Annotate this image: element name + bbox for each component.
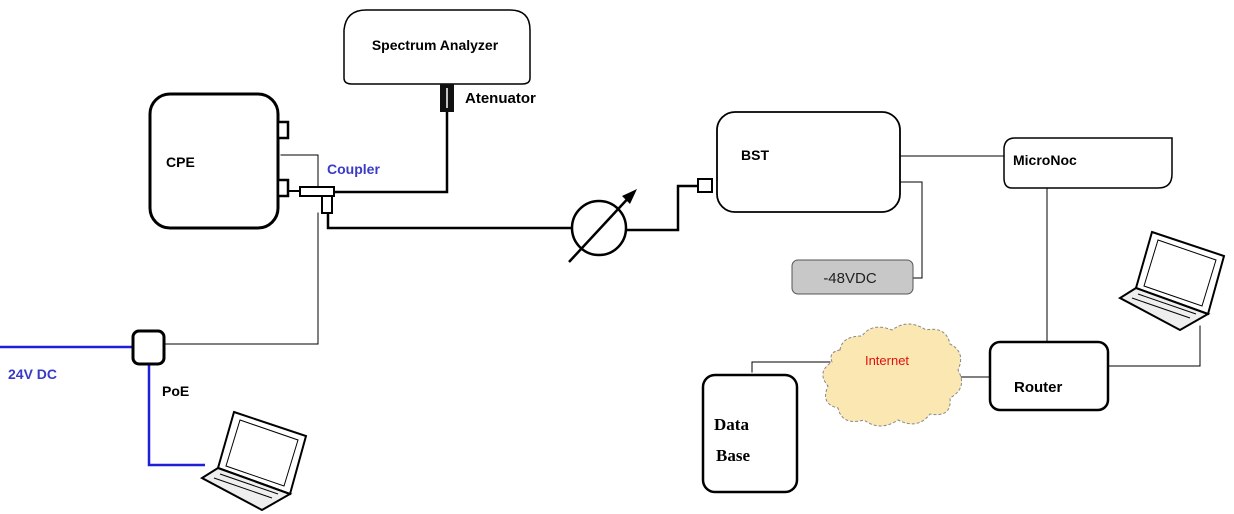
laptop-right-screen-inner [1143, 239, 1217, 307]
variable-attenuator [568, 189, 637, 263]
laptop-icon [200, 410, 308, 512]
coupler-label: Coupler [327, 161, 380, 177]
internet: Internet [822, 323, 963, 427]
laptop-left-screen-inner [225, 419, 299, 487]
dc-input-label: 24V DC [8, 366, 57, 382]
wire-phase-shifter-to-bst [626, 184, 700, 232]
wire-coupler-to-atenuator [332, 110, 449, 194]
poe-box [131, 329, 166, 366]
micronoc-box [1003, 137, 1173, 189]
coupler-body [299, 186, 335, 197]
micronoc-label: MicroNoc [1013, 152, 1077, 168]
cpe-port-top [276, 120, 290, 140]
laptop-left-keys2 [219, 473, 279, 495]
power-supply-box [791, 259, 914, 295]
coupler-port [321, 195, 333, 214]
poe-label: PoE [162, 383, 189, 399]
wire-cpe-to-coupler [280, 154, 319, 187]
cpe-label: CPE [166, 154, 195, 170]
router-label: Router [1014, 379, 1062, 396]
variable-attenuator-arrow [568, 192, 634, 263]
laptop-right-keys1 [1131, 297, 1191, 319]
router: Router [988, 340, 1110, 412]
cpe: CPE [148, 92, 290, 230]
poe: PoE [131, 329, 189, 399]
wire-bst-to-power [899, 181, 923, 279]
laptop-icon [1118, 230, 1226, 332]
dc-wires [0, 345, 205, 467]
router-box [988, 340, 1110, 412]
database: Data Base [701, 373, 799, 494]
cloud-icon [822, 323, 963, 427]
wire-router-to-laptop [1107, 325, 1201, 367]
spectrum-analyzer-label: Spectrum Analyzer [372, 37, 499, 53]
database-label-line1: Data [714, 415, 749, 434]
coupler: Coupler [288, 161, 380, 214]
bst: BST [697, 111, 901, 213]
bst-connector [697, 178, 713, 193]
spectrum-analyzer-box [343, 9, 531, 85]
wire-coupler-to-poe [165, 212, 319, 345]
laptop-right-keys2 [1137, 293, 1197, 315]
database-label-line2: Base [716, 446, 750, 465]
wire-coupler-to-phase-shifter [326, 211, 574, 230]
spectrum-analyzer: Spectrum Analyzer [343, 9, 531, 85]
wire-poe-to-laptop [147, 362, 205, 467]
laptop-left-keys1 [213, 477, 273, 499]
internet-label: Internet [865, 353, 909, 368]
wires [165, 110, 1201, 378]
atenuator: Atenuator [440, 84, 536, 112]
bst-label: BST [741, 147, 769, 163]
wire-database-to-internet [751, 361, 831, 373]
cpe-port-bottom [276, 178, 290, 198]
variable-attenuator-arrowhead [622, 189, 637, 204]
bst-box [716, 111, 901, 213]
power-supply-label: -48VDC [823, 270, 877, 287]
database-box [701, 373, 799, 494]
power-supply: -48VDC [791, 259, 914, 295]
cpe-box [148, 92, 280, 230]
atenuator-label: Atenuator [465, 90, 536, 107]
micronoc: MicroNoc [1003, 137, 1173, 189]
